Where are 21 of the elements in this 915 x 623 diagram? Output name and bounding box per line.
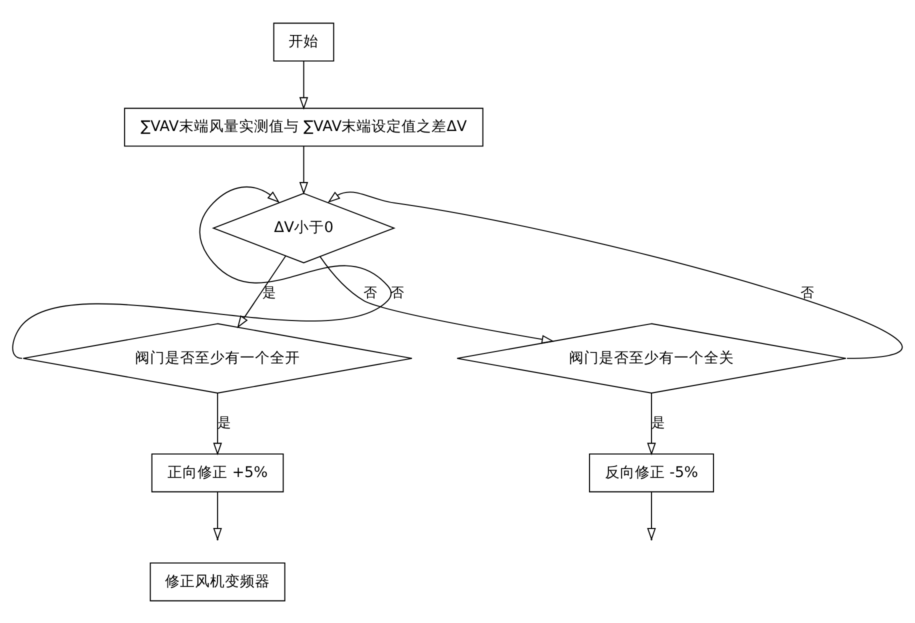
edge-label: 否	[800, 284, 815, 300]
arrow	[213, 392, 222, 455]
arrow	[328, 191, 901, 358]
edge-label: 是	[262, 284, 277, 300]
arrow	[299, 60, 308, 110]
node-diamond: 阀门是否至少有一个全开	[22, 322, 412, 394]
arrow	[320, 256, 554, 344]
node-diamond: 阀门是否至少有一个全关	[456, 322, 846, 394]
node-box: 反向修正 -5%	[588, 452, 714, 492]
edge-label: 是	[217, 414, 232, 431]
edge-label: 否	[390, 284, 405, 300]
edge-label: 是	[651, 414, 666, 431]
arrow	[213, 492, 222, 540]
arrow	[299, 146, 308, 194]
node-box: 开始	[273, 22, 334, 62]
edge-label: 否	[363, 284, 378, 300]
arrow	[647, 392, 656, 455]
node-box: 正向修正 +5%	[151, 452, 284, 492]
node-box: ∑VAV末端风量实测值与 ∑VAV末端设定值之差ΔV	[124, 107, 484, 146]
arrow	[237, 255, 286, 328]
node-box: 修正风机变频器	[150, 562, 286, 601]
